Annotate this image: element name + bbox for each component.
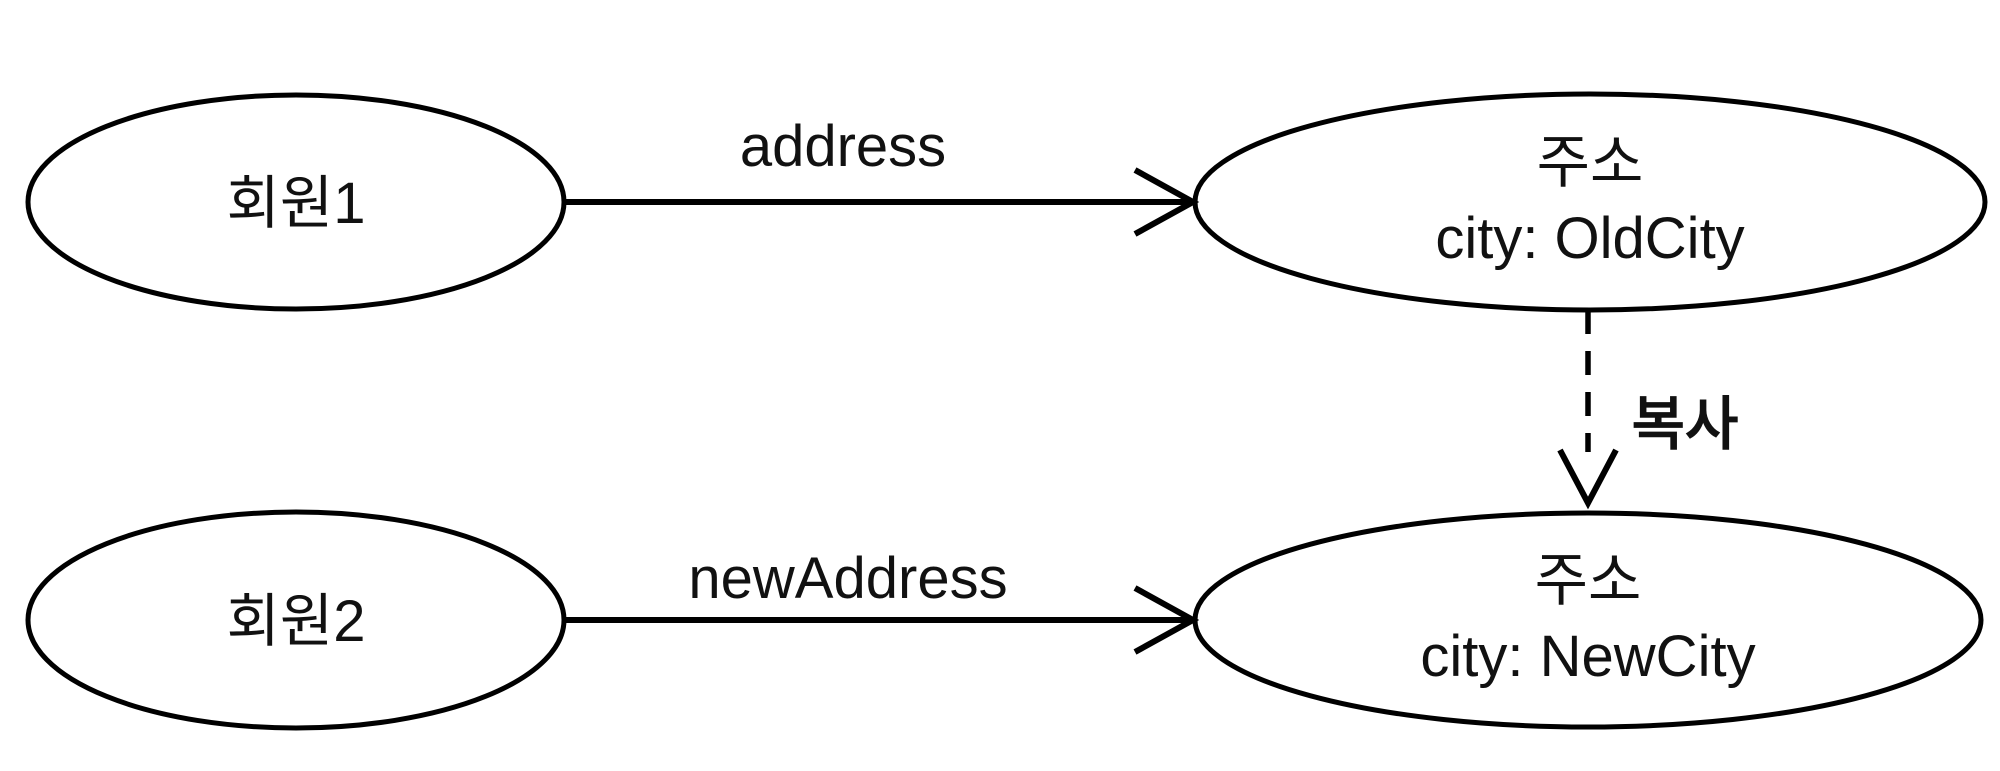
member1-label: 회원1 — [227, 171, 366, 236]
address-new-attribute: city: NewCity — [1420, 624, 1755, 689]
address-old-title: 주소 — [1537, 130, 1644, 195]
address-edge-label: address — [740, 114, 946, 179]
copy-arrowhead-icon — [1557, 448, 1619, 510]
member1-node — [25, 92, 567, 312]
address-old-node — [1192, 91, 1988, 313]
member2-label: 회원2 — [227, 589, 366, 654]
address-new-node — [1192, 510, 1984, 730]
address-arrowhead-icon — [1133, 167, 1200, 237]
new-address-arrowhead-icon — [1133, 585, 1200, 655]
address-new-title: 주소 — [1535, 548, 1642, 613]
new-address-edge-label: newAddress — [688, 546, 1007, 611]
member2-node — [25, 509, 567, 731]
copy-edge-label: 복사 — [1632, 392, 1739, 457]
address-old-attribute: city: OldCity — [1435, 206, 1744, 271]
